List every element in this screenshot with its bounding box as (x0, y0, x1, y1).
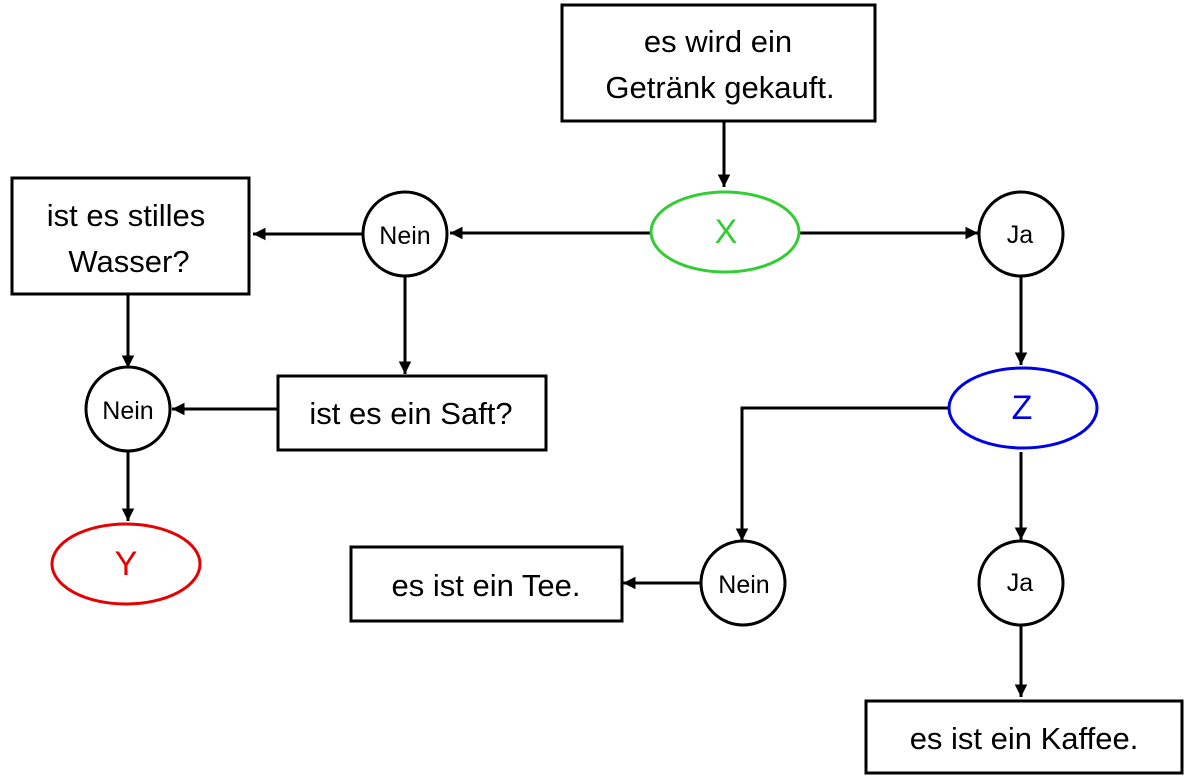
oval-z-label: Z (1012, 389, 1033, 427)
circle-nein-top-label: Nein (379, 222, 430, 250)
start-box-line1: es wird ein (644, 24, 792, 59)
water-question-box: ist es stilles Wasser? (10, 176, 251, 296)
circle-nein-tea-label: Nein (718, 571, 769, 599)
circle-nein-tea: Nein (699, 539, 787, 627)
start-box-line2: Getränk gekauft. (605, 70, 834, 105)
water-question-line2: Wasser? (68, 244, 189, 279)
oval-y: Y (50, 522, 202, 606)
water-question-line1: ist es stilles (47, 198, 205, 233)
circle-ja-top: Ja (977, 190, 1065, 278)
circle-ja-coffee-label: Ja (1007, 569, 1034, 597)
coffee-box: es ist ein Kaffee. (864, 699, 1184, 775)
circle-nein-left-label: Nein (102, 397, 153, 425)
circle-ja-coffee: Ja (977, 539, 1065, 627)
tea-text: es ist ein Tee. (392, 568, 581, 603)
oval-x: X (649, 190, 801, 274)
coffee-text: es ist ein Kaffee. (910, 721, 1139, 756)
juice-question-box: ist es ein Saft? (276, 374, 548, 452)
circle-nein-top: Nein (361, 190, 449, 278)
tea-box: es ist ein Tee. (349, 545, 624, 623)
oval-y-label: Y (115, 545, 138, 583)
start-box: es wird ein Getränk gekauft. (560, 3, 877, 123)
oval-z: Z (947, 366, 1099, 450)
oval-x-label: X (715, 213, 738, 251)
circle-ja-top-label: Ja (1007, 221, 1034, 249)
juice-question-text: ist es ein Saft? (309, 396, 512, 431)
edge-z-to-nein (735, 406, 948, 541)
circle-nein-left: Nein (84, 365, 172, 453)
